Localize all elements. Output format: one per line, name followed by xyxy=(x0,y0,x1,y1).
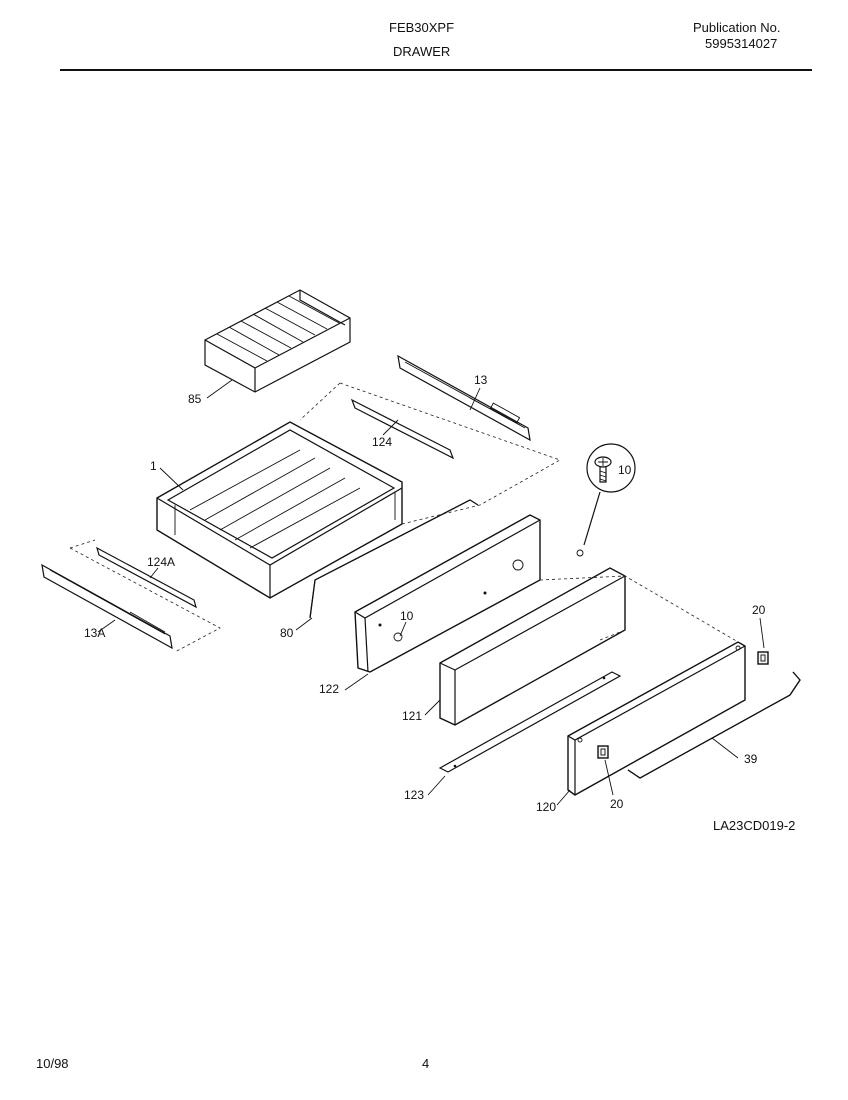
footer-date: 10/98 xyxy=(36,1056,69,1071)
callout-10: 10 xyxy=(400,609,414,623)
part-123-trim-drawing xyxy=(438,671,622,773)
part-20-cap-left-drawing xyxy=(597,745,609,759)
drawing-code: LA23CD019-2 xyxy=(713,818,796,833)
part-13a-slide-drawing xyxy=(41,563,173,650)
callout-80: 80 xyxy=(280,626,294,640)
part-10-screw-detail-drawing xyxy=(576,443,636,557)
part-120-drawer-front-drawing xyxy=(567,641,746,796)
part-85-rack-drawing xyxy=(204,289,351,393)
header-rule xyxy=(60,69,812,71)
callout-13: 13 xyxy=(474,373,488,387)
publication-number: 5995314027 xyxy=(705,36,778,51)
part-80-gasket-drawing xyxy=(309,499,479,619)
callout-39: 39 xyxy=(744,752,758,766)
part-124-bracket-drawing xyxy=(350,398,455,460)
callout-124: 124 xyxy=(372,435,392,449)
callout-120: 120 xyxy=(536,800,556,814)
callout-10-detail: 10 xyxy=(618,463,632,477)
callout-124a: 124A xyxy=(147,555,175,569)
callout-85: 85 xyxy=(188,392,202,406)
part-1-drawer-box-drawing xyxy=(156,421,403,599)
footer-page-number: 4 xyxy=(422,1056,430,1071)
section-title: DRAWER xyxy=(393,44,451,59)
callout-121: 121 xyxy=(402,709,422,723)
callout-20-left: 20 xyxy=(610,797,624,811)
callout-1: 1 xyxy=(150,459,157,473)
callout-123: 123 xyxy=(404,788,424,802)
part-124a-bracket-drawing xyxy=(96,546,197,609)
part-39-handle-drawing xyxy=(627,671,801,779)
part-13-slide-drawing xyxy=(397,354,531,442)
publication-label: Publication No. xyxy=(693,20,781,35)
callout-13a: 13A xyxy=(84,626,105,640)
part-20-cap-right-drawing xyxy=(757,651,769,665)
callout-20-right: 20 xyxy=(752,603,766,617)
model-number: FEB30XPF xyxy=(389,20,455,35)
callout-122: 122 xyxy=(319,682,339,696)
leader-lines xyxy=(97,379,765,806)
